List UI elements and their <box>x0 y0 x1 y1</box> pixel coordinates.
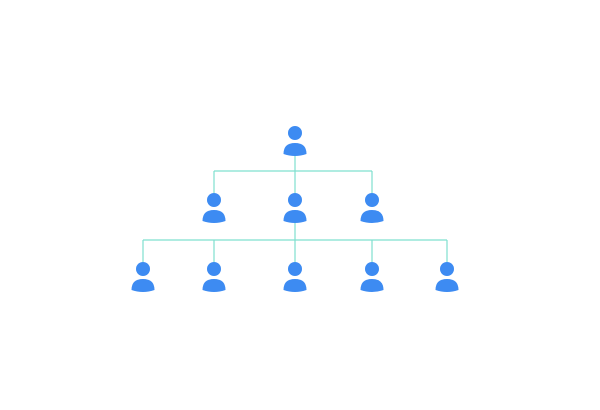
person-icon <box>360 193 384 223</box>
person-icon <box>283 262 307 292</box>
person-icon <box>202 193 226 223</box>
person-body <box>283 279 307 292</box>
person-body <box>283 210 307 223</box>
person-head <box>288 126 302 140</box>
person-body <box>360 279 384 292</box>
person-head <box>288 193 302 207</box>
person-icon <box>435 262 459 292</box>
person-icon <box>360 262 384 292</box>
person-head <box>365 193 379 207</box>
person-nodes <box>131 126 459 292</box>
person-head <box>207 262 221 276</box>
person-body <box>360 210 384 223</box>
person-body <box>435 279 459 292</box>
person-head <box>288 262 302 276</box>
person-head <box>365 262 379 276</box>
person-head <box>440 262 454 276</box>
person-icon <box>283 193 307 223</box>
person-body <box>131 279 155 292</box>
person-head <box>207 193 221 207</box>
person-icon <box>202 262 226 292</box>
person-head <box>136 262 150 276</box>
person-body <box>202 210 226 223</box>
person-icon <box>131 262 155 292</box>
person-body <box>202 279 226 292</box>
connector-lines <box>142 154 448 262</box>
person-icon <box>283 126 307 156</box>
person-body <box>283 143 307 156</box>
